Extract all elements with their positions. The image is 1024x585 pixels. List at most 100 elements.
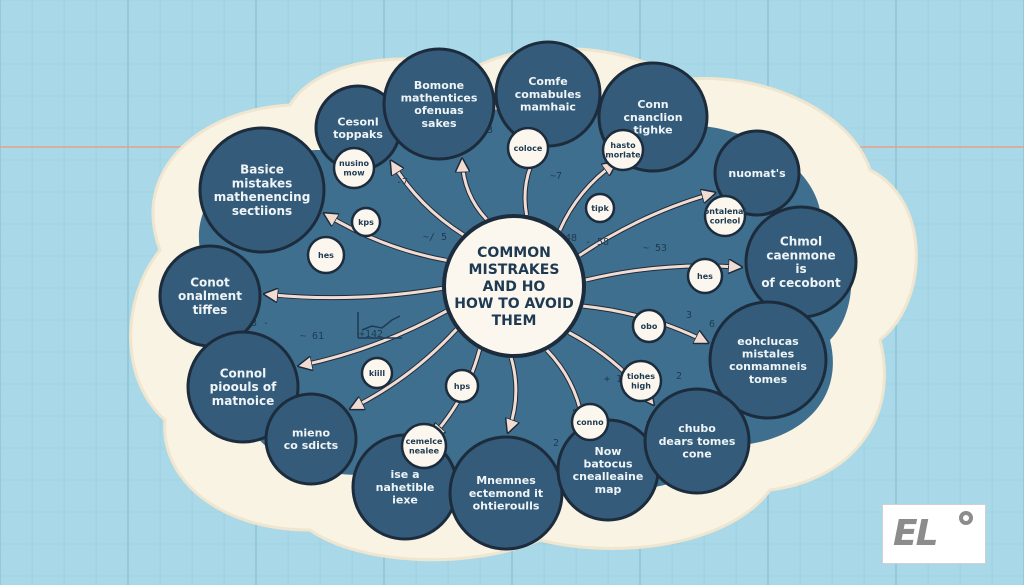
topic-node-circle: [713, 129, 801, 217]
sub-bubble-label: hes: [318, 251, 334, 260]
annotation-label: ~/ 5: [423, 232, 447, 243]
logo-badge: EL: [882, 504, 986, 564]
sub-bubble: hps: [444, 368, 480, 404]
sub-bubble-label: tipk: [591, 204, 609, 213]
sub-bubble: tipk: [584, 192, 616, 224]
annotation-label: - 58: [585, 237, 609, 248]
annotation-label: ~7: [550, 171, 562, 182]
sub-bubble-circle: [350, 206, 382, 238]
arrow: [300, 309, 448, 366]
sub-bubble-circle: [619, 359, 663, 403]
sub-bubble: kps: [350, 206, 382, 238]
annotation-label: ~ 53: [643, 243, 667, 254]
sub-bubble-circle: [631, 308, 667, 344]
sub-bubble-label: coloce: [514, 144, 543, 153]
sub-bubble-circle: [601, 128, 645, 172]
sub-bubble-label: hes: [697, 272, 713, 281]
sub-bubble-circle: [506, 126, 550, 170]
sub-bubble-circle: [360, 356, 394, 390]
annotation-label: 6: [709, 319, 715, 330]
sub-bubble: hes: [686, 257, 724, 295]
topic-node-circle: [643, 387, 751, 495]
sub-bubble-circle: [703, 194, 747, 238]
arrow: [508, 357, 515, 431]
topic-node-circle: [186, 330, 300, 444]
sub-bubble: obo: [631, 308, 667, 344]
arrow: [352, 328, 458, 408]
annotation-label: 3: [686, 310, 692, 321]
sub-bubble-label: conno: [576, 418, 604, 427]
annotation-label: 48: [565, 233, 577, 244]
arrow: [585, 266, 741, 282]
sub-bubble-circle: [444, 368, 480, 404]
arrow: [392, 162, 465, 237]
logo-text: EL: [893, 513, 939, 554]
annotation-label: ~ 61: [300, 331, 324, 342]
mini-chart-icon: [357, 312, 402, 339]
topic-node-circle: [198, 126, 326, 254]
arrow: [266, 288, 443, 297]
sub-bubble: conno: [570, 402, 610, 442]
arrow: [558, 163, 615, 232]
arrow: [326, 214, 447, 262]
annotation-label: -7: [396, 177, 408, 188]
sub-bubble: kiill: [360, 356, 394, 390]
sub-bubble-circle: [584, 192, 616, 224]
sub-bubble-circle: [686, 257, 724, 295]
annotation-label: + 15: [604, 374, 628, 385]
arrow: [462, 160, 488, 221]
topic-node: nuomat's: [713, 129, 801, 217]
topic-node-circle: [382, 47, 496, 161]
topic-node-circle: [264, 392, 358, 486]
annotation-label: 3 -: [251, 318, 269, 329]
topic-node-circle: [708, 300, 828, 420]
sub-bubble-label: kps: [358, 218, 374, 227]
annotation-label: 2: [553, 438, 559, 449]
annotation-label: 2: [676, 371, 682, 382]
arrow: [578, 193, 713, 257]
sub-bubble-circle: [400, 422, 448, 470]
logo-dot-icon: [959, 511, 973, 525]
sub-bubble-label: hps: [454, 382, 470, 391]
annotation-label: +142: [359, 329, 383, 340]
sub-bubble-circle: [570, 402, 610, 442]
sub-bubble: hes: [306, 235, 346, 275]
